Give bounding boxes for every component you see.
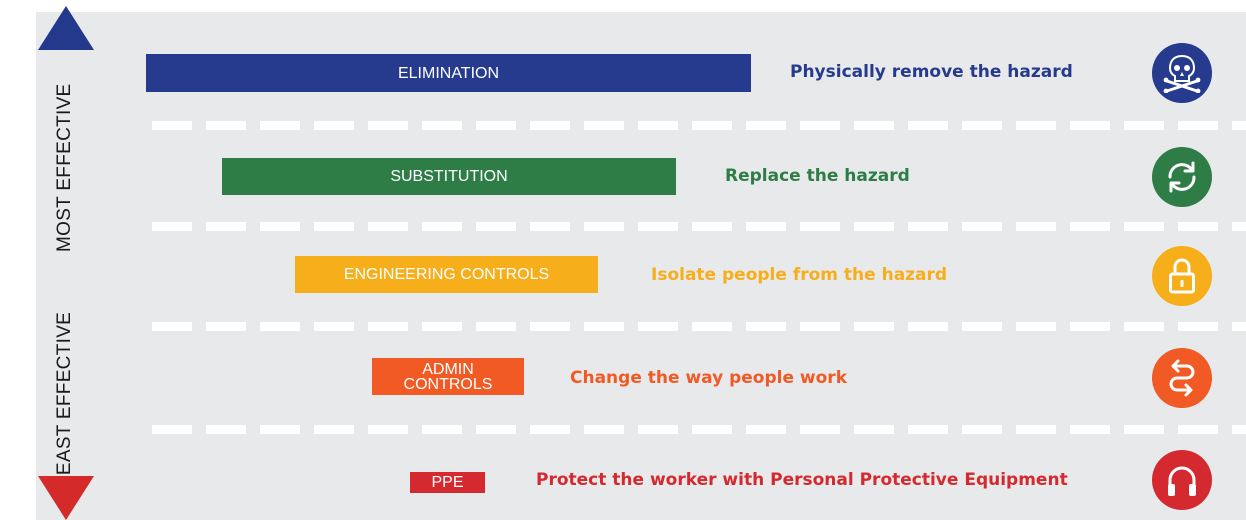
admin-controls-label-line1: ADMIN (422, 360, 474, 378)
engineering-controls-description: Isolate people from the hazard (651, 265, 948, 285)
admin-controls-description: Change the way people work (570, 368, 847, 388)
most-effective-label: MOST EFFECTIVE (54, 83, 75, 252)
skull-crossbones-icon (1152, 43, 1212, 103)
diagram-panel (36, 12, 1246, 520)
least-effective-label: LEAST EFFECTIVE (54, 311, 75, 486)
elimination-bar: ELIMINATION (146, 54, 751, 92)
most-effective-arrow-icon (38, 6, 94, 50)
substitution-bar: SUBSTITUTION (222, 158, 676, 195)
divider (152, 425, 1246, 434)
elimination-label: ELIMINATION (397, 64, 500, 82)
admin-controls-bar: ADMIN CONTROLS (372, 358, 524, 395)
ppe-label: PPE (431, 474, 464, 491)
engineering-controls-label: ENGINEERING CONTROLS (343, 266, 550, 283)
headphones-icon (1152, 450, 1212, 510)
divider (152, 121, 1246, 130)
engineering-controls-bar: ENGINEERING CONTROLS (295, 256, 598, 293)
refresh-arrows-icon (1152, 147, 1212, 207)
padlock-icon (1152, 246, 1212, 306)
divider (152, 322, 1246, 331)
winding-arrow-icon (1152, 348, 1212, 408)
substitution-description: Replace the hazard (725, 166, 910, 186)
divider (152, 222, 1246, 231)
substitution-label: SUBSTITUTION (390, 168, 508, 185)
ppe-bar: PPE (410, 472, 485, 493)
elimination-description: Physically remove the hazard (790, 62, 1073, 82)
least-effective-arrow-icon (38, 476, 94, 520)
ppe-description: Protect the worker with Personal Protect… (536, 470, 1068, 490)
admin-controls-label-line2: CONTROLS (403, 375, 493, 393)
